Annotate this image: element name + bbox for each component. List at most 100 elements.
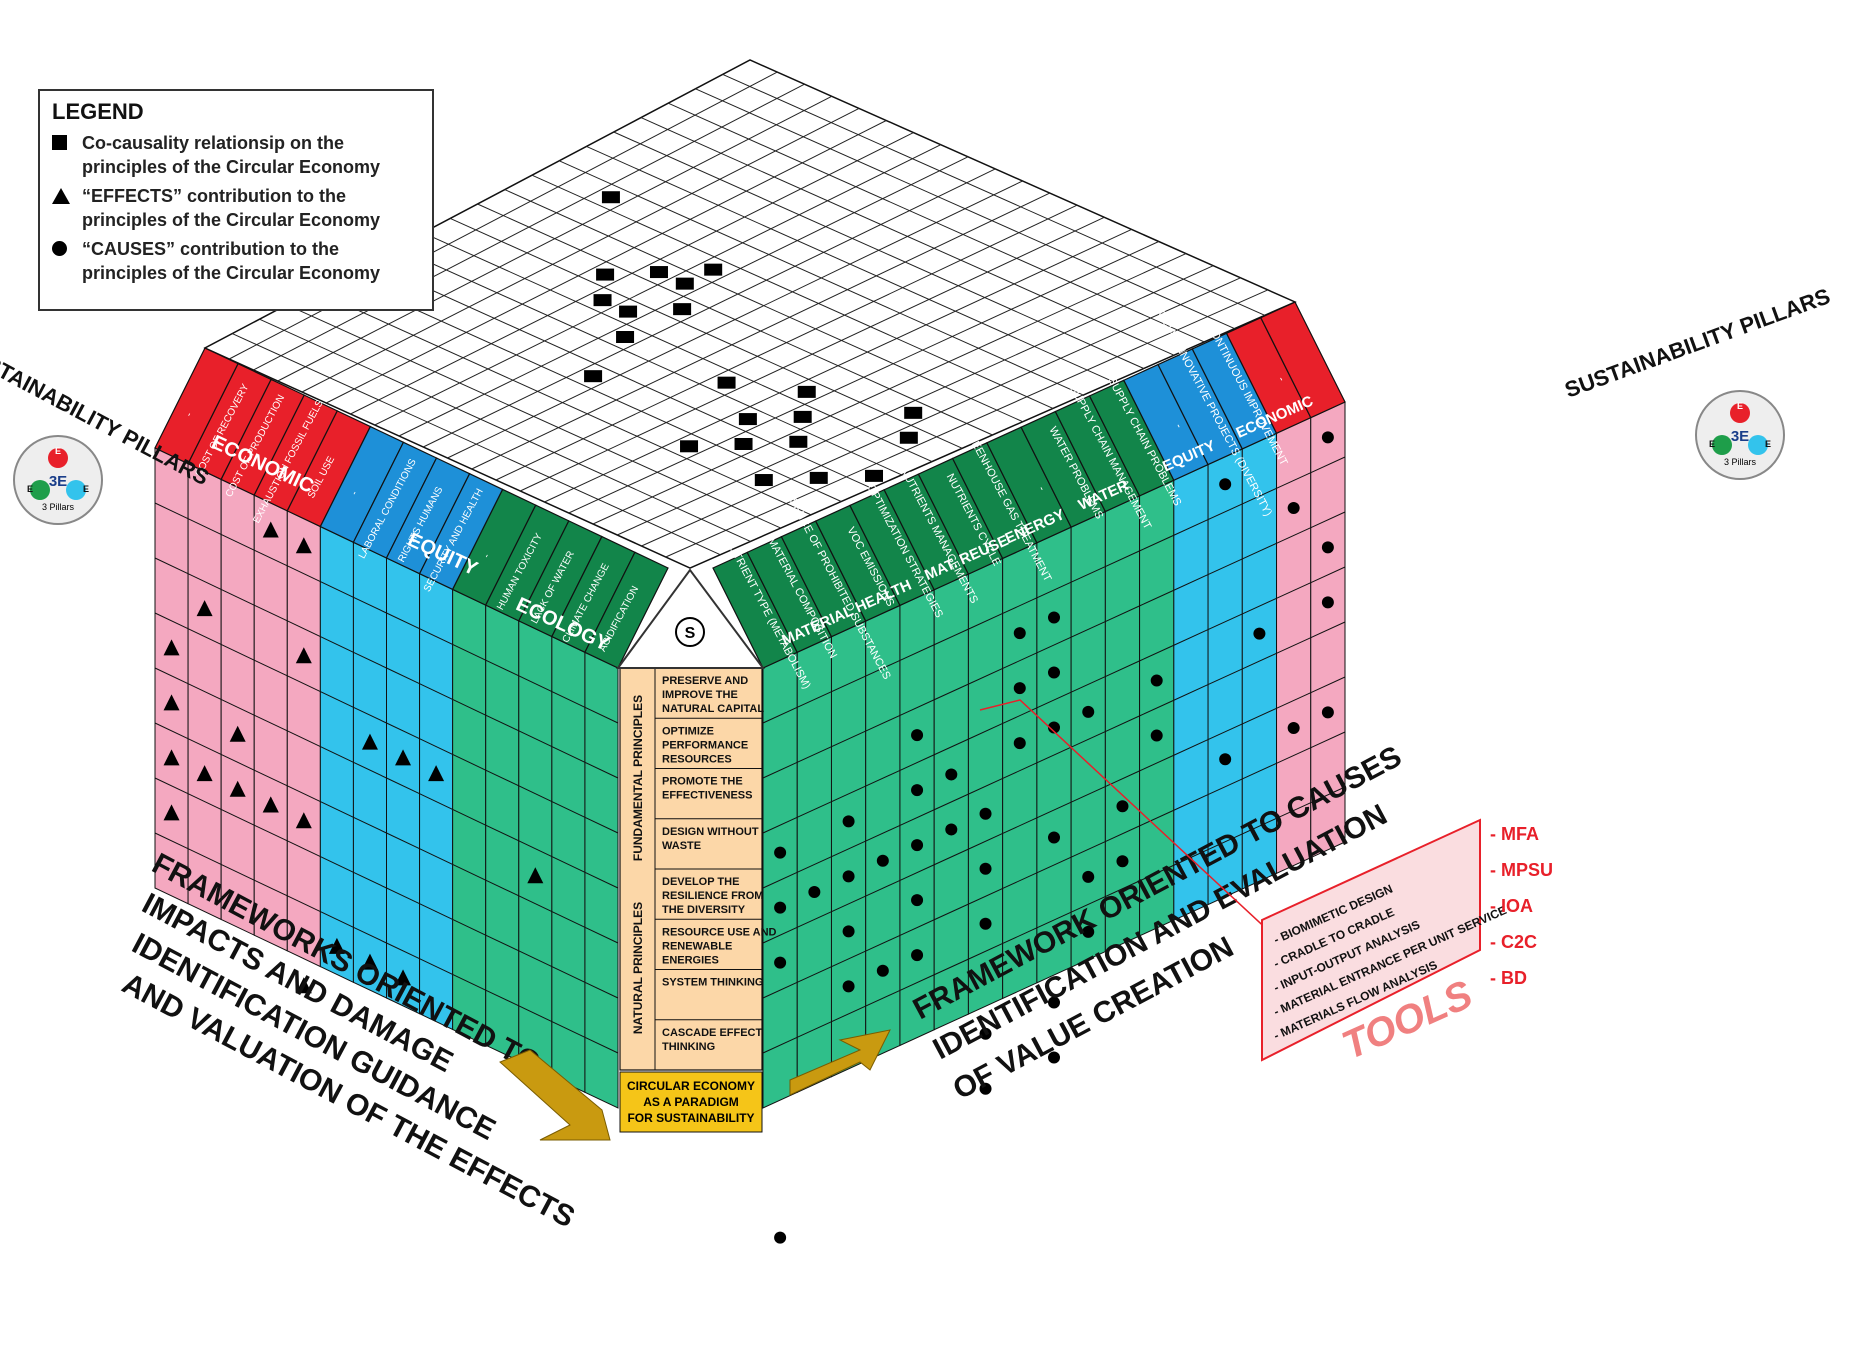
top-grid-line	[422, 232, 933, 463]
face-row-line	[1173, 519, 1209, 536]
face-row-line	[386, 612, 420, 630]
pillar-dot-blue	[1748, 435, 1768, 455]
face-row-line	[899, 974, 935, 991]
face-row-line	[187, 683, 222, 700]
face-row-line	[1207, 778, 1243, 796]
circle-mark	[979, 807, 992, 820]
circle-mark	[911, 949, 924, 962]
face-row-line	[933, 793, 969, 811]
face-row-line	[865, 989, 901, 1007]
face-row-line	[452, 698, 486, 716]
face-row-line	[320, 911, 354, 928]
face-row-line	[1070, 841, 1106, 858]
triangle-mark	[229, 725, 246, 742]
face-row-line	[320, 801, 354, 818]
circle-mark	[842, 870, 855, 883]
top-square-mark	[717, 376, 736, 389]
legend-item-triangle: “EFFECTS” contribution to the principles…	[52, 184, 420, 232]
face-row-line	[320, 581, 354, 598]
base-label: CIRCULAR ECONOMY	[627, 1079, 755, 1093]
face-row-line	[485, 659, 520, 677]
circle-mark	[911, 729, 924, 742]
face-row-line	[320, 856, 354, 873]
top-square-mark	[904, 406, 923, 419]
top-square-mark	[619, 305, 638, 318]
face-row-line	[287, 785, 321, 803]
triangle-mark	[262, 521, 279, 538]
face-row-line	[584, 871, 619, 889]
face-row-line	[899, 919, 935, 936]
triangle-mark	[163, 749, 180, 766]
circle-mark	[979, 1082, 992, 1095]
face-row-line	[1105, 605, 1140, 622]
face-row-line	[865, 769, 901, 787]
face-row-line	[831, 785, 866, 803]
triangle-mark	[229, 780, 246, 797]
tools-acronym: - C2C	[1490, 932, 1537, 952]
face-row-line	[762, 706, 798, 724]
triangle-mark	[295, 812, 312, 829]
top-square-mark	[793, 410, 812, 423]
tools-acronym: - BD	[1490, 968, 1527, 988]
face-row-line	[518, 840, 553, 858]
legend-item-square: Co-causality relationsip on the principl…	[52, 131, 420, 179]
face-row-line	[452, 918, 486, 936]
column-label: -	[184, 411, 195, 419]
face-row-line	[1105, 880, 1140, 897]
face-row-line	[1070, 896, 1106, 913]
triangle-mark	[361, 953, 378, 970]
face-row-line	[1105, 660, 1140, 677]
top-square-mark	[809, 471, 828, 484]
face-row-line	[1173, 684, 1209, 701]
face-row-line	[584, 981, 619, 999]
face-row-line	[1139, 864, 1175, 882]
pillar-letter: E	[1737, 401, 1743, 411]
face-row-line	[1036, 801, 1072, 819]
face-row-line	[452, 808, 486, 826]
face-row-line	[1070, 621, 1106, 638]
face-row-line	[187, 793, 222, 810]
face-row-line	[899, 864, 935, 881]
triangle-mark	[196, 600, 213, 617]
top-square-mark	[593, 294, 612, 307]
pillar-dot-blue	[66, 480, 86, 500]
pillar-dot-red	[48, 448, 68, 468]
face-row-line	[1242, 487, 1277, 505]
circle-mark	[842, 980, 855, 993]
face-row-line	[253, 824, 288, 842]
top-grid-line	[450, 217, 963, 449]
top-square-mark	[673, 303, 692, 316]
top-square-mark	[675, 277, 694, 290]
face-row-line	[933, 738, 969, 756]
triangle-mark	[295, 647, 312, 664]
face-row-line	[797, 746, 832, 763]
face-row-line	[353, 596, 387, 614]
circle-mark	[979, 1027, 992, 1040]
face-row-line	[1242, 707, 1277, 725]
top-grid-line	[395, 246, 902, 476]
face-row-line	[287, 620, 321, 638]
face-row-line	[831, 840, 866, 858]
principle-label: EFFECTIVENESS	[662, 790, 752, 802]
face-row-line	[584, 761, 619, 779]
right-arrow	[789, 1029, 891, 1096]
principle-label: DESIGN WITHOUT	[662, 826, 759, 838]
face-row-line	[353, 926, 387, 944]
top-grid-line	[368, 261, 872, 489]
face-row-line	[353, 816, 387, 834]
face-row-line	[1276, 802, 1311, 819]
face-row-line	[353, 706, 387, 724]
face-row-line	[551, 856, 586, 873]
face-row-line	[154, 777, 189, 795]
face-row-line	[1276, 527, 1311, 544]
face-row-line	[831, 675, 866, 693]
face-row-line	[968, 943, 1003, 960]
face-row-line	[253, 769, 288, 787]
left-arrow	[499, 1049, 611, 1141]
top-square-mark	[616, 331, 635, 344]
circle-mark	[1048, 611, 1060, 624]
face-row-line	[933, 683, 969, 701]
face-row-line	[1139, 809, 1175, 827]
top-grid-line	[559, 160, 1084, 396]
